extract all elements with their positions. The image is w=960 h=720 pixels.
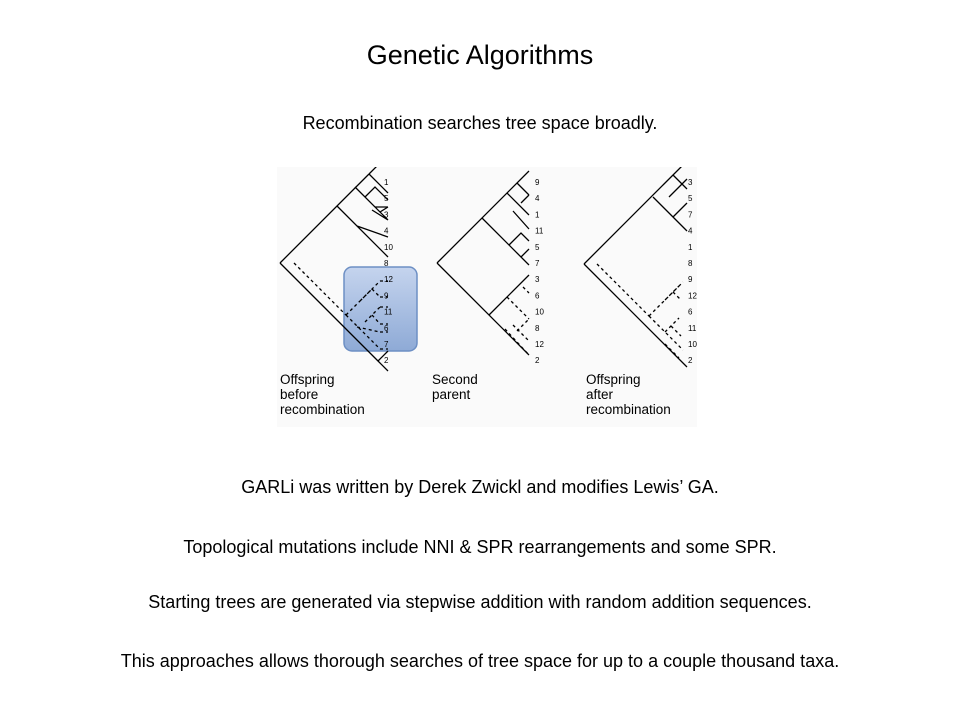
tree1-leaf-label: 7 [384, 340, 389, 349]
tree1-leaf-label: 1 [384, 178, 389, 187]
tree3-leaf-label: 9 [688, 275, 693, 284]
caption-tree3-line3: recombination [586, 402, 671, 417]
bullet-topological-mutations: Topological mutations include NNI & SPR … [183, 537, 777, 557]
tree3-leaf-label: 8 [688, 259, 693, 268]
tree1-leaf-label: 11 [384, 308, 393, 317]
tree1-leaf-label: 3 [384, 210, 389, 219]
slide-title: Genetic Algorithms [366, 40, 594, 70]
caption-tree2-line1: Second [432, 372, 478, 387]
tree3-leaf-label: 2 [688, 356, 693, 365]
caption-tree1-line1: Offspring [280, 372, 335, 387]
tree2-leaf-label: 4 [535, 194, 540, 203]
tree3-leaf-label: 11 [688, 324, 697, 333]
tree1-leaf-label: 8 [384, 259, 389, 268]
bullet-garli: GARLi was written by Derek Zwickl and mo… [241, 477, 719, 497]
tree-second-parent [436, 170, 530, 356]
tree1-leaf-label: 4 [384, 227, 389, 236]
tree2-leaf-label: 3 [535, 275, 540, 284]
tree2-leaf-label: 5 [535, 243, 540, 252]
tree3-leaf-label: 4 [688, 227, 693, 236]
recombination-highlight-box [343, 266, 418, 352]
tree2-leaf-label: 6 [535, 291, 540, 300]
bullet-thorough-searches: This approaches allows thorough searches… [120, 651, 840, 671]
tree1-leaf-label: 2 [384, 356, 389, 365]
tree3-leaf-label: 12 [688, 291, 697, 300]
tree3-leaf-label: 5 [688, 194, 693, 203]
tree1-leaf-label: 12 [384, 275, 393, 284]
caption-tree3-line1: Offspring [586, 372, 641, 387]
tree3-leaf-label: 7 [688, 210, 693, 219]
caption-tree1-line3: recombination [280, 402, 365, 417]
tree2-leaf-label: 11 [535, 227, 544, 236]
tree2-leaf-label: 10 [535, 308, 544, 317]
tree-offspring-after [583, 160, 688, 368]
tree2-leaf-label: 12 [535, 340, 544, 349]
tree-diagram: 1534108129116729411157361081223574189126… [279, 154, 697, 417]
tree2-leaf-label: 1 [535, 210, 540, 219]
tree2-leaf-label: 2 [535, 356, 540, 365]
tree3-leaf-label: 3 [688, 178, 693, 187]
tree2-leaf-label: 7 [535, 259, 540, 268]
bullet-starting-trees: Starting trees are generated via stepwis… [148, 592, 812, 612]
tree1-leaf-label: 6 [384, 324, 389, 333]
tree3-leaf-label: 1 [688, 243, 693, 252]
tree1-leaf-label: 10 [384, 243, 393, 252]
caption-tree3-line2: after [586, 387, 614, 402]
tree2-leaf-label: 9 [535, 178, 540, 187]
slide-subtitle: Recombination searches tree space broadl… [302, 113, 658, 133]
tree1-leaf-label: 5 [384, 194, 389, 203]
tree3-leaf-label: 10 [688, 340, 697, 349]
tree3-leaf-label: 6 [688, 308, 693, 317]
caption-tree1-line2: before [280, 387, 318, 402]
tree2-leaf-label: 8 [535, 324, 540, 333]
caption-tree2-line2: parent [432, 387, 471, 402]
leaf-labels: 1534108129116729411157361081223574189126… [384, 178, 697, 365]
tree1-leaf-label: 9 [384, 291, 389, 300]
